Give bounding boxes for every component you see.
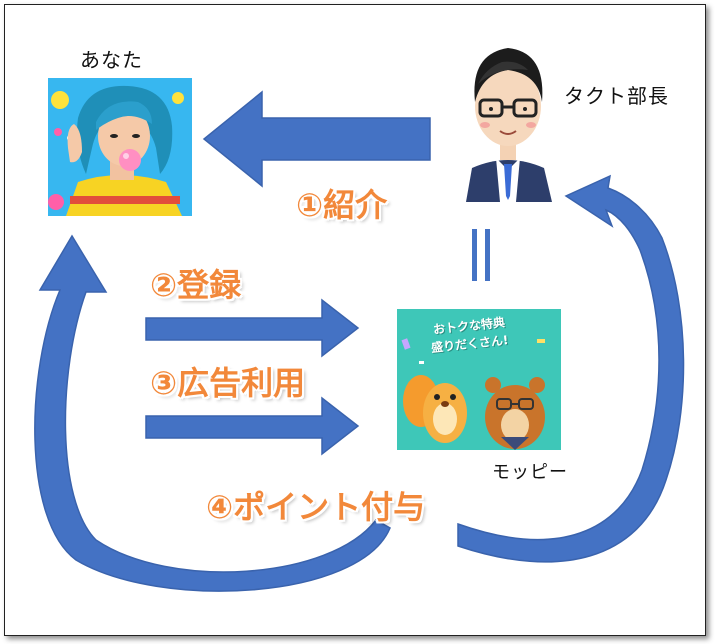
- arrow-introduce: [202, 90, 431, 188]
- manager-illustration: [458, 30, 558, 202]
- arrow-points-to-you: [34, 234, 391, 592]
- arrow-ad-usage: [145, 396, 360, 456]
- arrow-points-to-manager: [457, 174, 685, 563]
- step-register-label: ②登録: [150, 266, 242, 304]
- you-illustration: [48, 78, 192, 216]
- moppy-label: モッピー: [492, 462, 568, 483]
- step-points-label: ④ポイント付与: [206, 488, 426, 526]
- manager-label: タクト部長: [564, 84, 669, 108]
- equal-bar-left: [472, 229, 477, 281]
- you-label: あなた: [80, 48, 143, 72]
- step-ad-usage-label: ③広告利用: [150, 364, 306, 402]
- step-introduce-label: ①紹介: [296, 186, 388, 224]
- moppy-banner: おトクな特典 盛りだくさん!: [397, 309, 561, 450]
- equal-bar-right: [485, 229, 490, 281]
- arrow-register: [145, 298, 360, 358]
